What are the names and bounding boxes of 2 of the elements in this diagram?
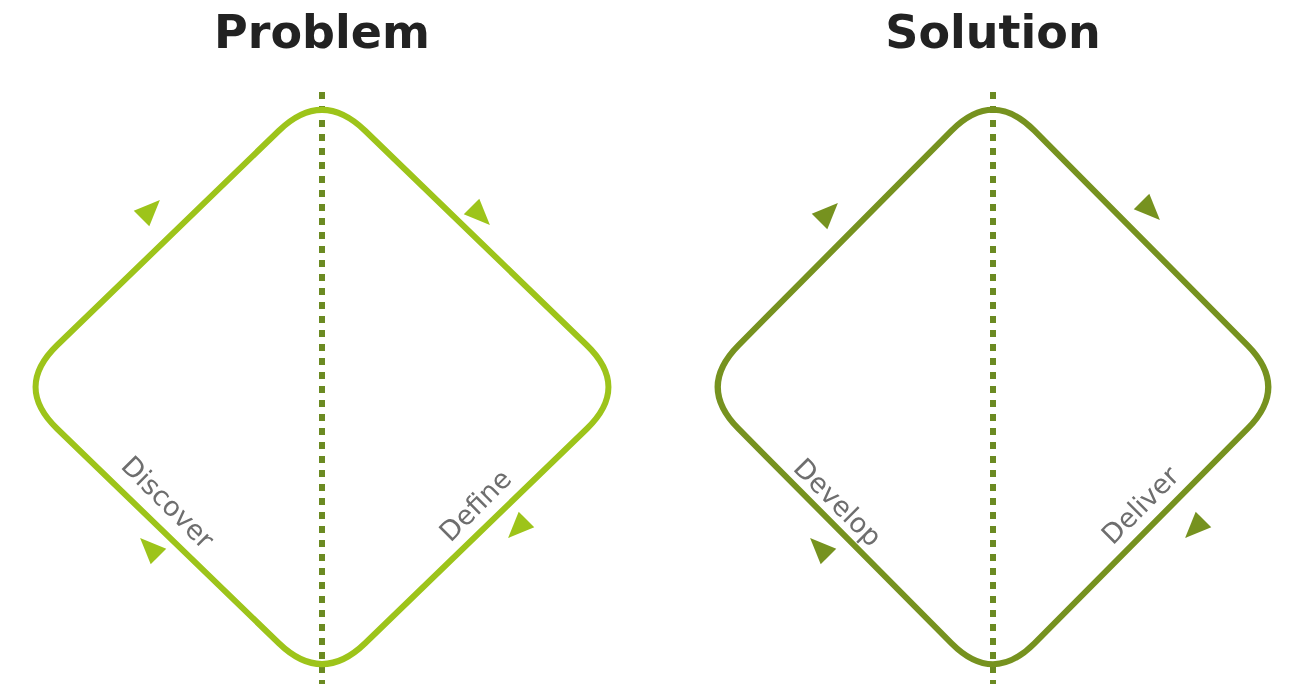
heading: Problem xyxy=(214,5,430,59)
heading: Solution xyxy=(885,5,1101,59)
